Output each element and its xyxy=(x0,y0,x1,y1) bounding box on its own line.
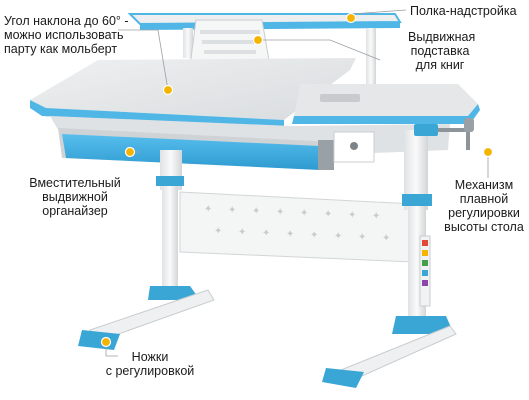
svg-text:✦: ✦ xyxy=(372,211,380,222)
label-organizer: Вместительный выдвижной органайзер xyxy=(20,176,130,218)
label-mechanism-line-3: регулировки xyxy=(448,206,520,220)
label-bookstand-line-2: подставка xyxy=(410,44,470,58)
right-leg xyxy=(322,130,457,388)
svg-text:✦: ✦ xyxy=(348,210,356,221)
svg-text:✦: ✦ xyxy=(300,208,308,219)
svg-text:✦: ✦ xyxy=(310,230,318,241)
svg-text:✦: ✦ xyxy=(204,204,212,215)
svg-text:✦: ✦ xyxy=(276,207,284,218)
label-bookstand-line-3: для книг xyxy=(415,58,465,72)
svg-text:✦: ✦ xyxy=(334,231,342,242)
svg-text:✦: ✦ xyxy=(252,206,260,217)
crossbar-stars: ✦✦✦✦✦✦✦✦ ✦✦✦✦✦✦✦✦ xyxy=(204,204,390,244)
label-bookstand: Выдвижная подставка для книг xyxy=(408,30,476,72)
label-tilt-line-1: Угол наклона до 60° - xyxy=(4,14,129,28)
label-shelf-line-1: Полка-надстройка xyxy=(410,4,517,18)
label-mechanism-line-2: плавной xyxy=(459,192,509,206)
desk-top-flat xyxy=(292,84,480,124)
label-mechanism: Механизм плавной регулировки высоты стол… xyxy=(440,178,528,234)
label-mechanism-line-4: высоты стола xyxy=(444,220,524,234)
svg-text:✦: ✦ xyxy=(324,209,332,220)
drawer-organizer xyxy=(58,128,375,170)
label-organizer-line-2: выдвижной xyxy=(42,190,108,204)
crank-handle xyxy=(414,118,474,150)
label-tilt-line-2: можно использовать xyxy=(4,28,124,42)
label-mechanism-line-1: Механизм xyxy=(454,178,514,192)
label-feet-line-2: с регулировкой xyxy=(105,364,195,378)
svg-text:✦: ✦ xyxy=(286,229,294,240)
label-feet: Ножки с регулировкой xyxy=(100,350,200,378)
label-organizer-line-3: органайзер xyxy=(42,204,108,218)
desk-top-tilted xyxy=(30,58,356,128)
svg-text:✦: ✦ xyxy=(358,232,366,243)
marker-dots xyxy=(100,12,494,348)
svg-text:✦: ✦ xyxy=(262,228,270,239)
svg-text:✦: ✦ xyxy=(214,226,222,237)
svg-text:✦: ✦ xyxy=(238,227,246,238)
svg-text:✦: ✦ xyxy=(228,205,236,216)
label-shelf: Полка-надстройка xyxy=(410,4,517,18)
label-tilt: Угол наклона до 60° - можно использовать… xyxy=(4,14,129,56)
label-tilt-line-3: парту как мольберт xyxy=(4,42,118,56)
label-bookstand-line-1: Выдвижная xyxy=(408,30,476,44)
left-leg xyxy=(78,150,215,350)
book-stand xyxy=(189,19,271,67)
label-feet-line-1: Ножки xyxy=(131,350,169,364)
label-organizer-line-1: Вместительный xyxy=(29,176,121,190)
svg-text:✦: ✦ xyxy=(382,233,390,244)
